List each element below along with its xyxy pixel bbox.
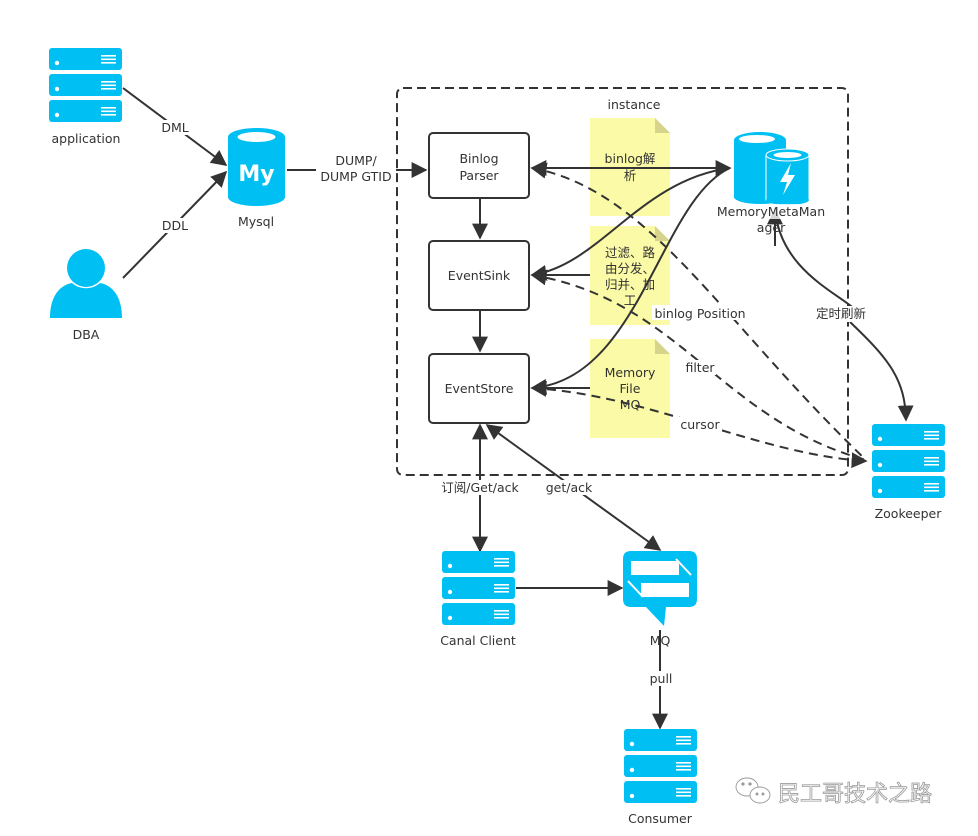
event-store-box[interactable]: EventStore [428,353,530,424]
dba-label: DBA [73,327,100,342]
application-label: application [52,131,121,146]
note-text: 析 [624,168,637,183]
meta-manager-label: ager [757,220,786,235]
server-stack-icon [49,48,122,122]
edge-label-dump: DUMP/ [335,153,377,168]
note-text: 过滤、路 [605,245,656,260]
wechat-icon [735,777,771,804]
edge-label-ddl: DDL [162,218,188,233]
meta-manager-label: MemoryMetaMan [717,204,825,219]
consumer-node[interactable]: Consumer [624,729,697,826]
note-text: Memory [605,365,656,380]
mysql-label: Mysql [238,214,274,229]
message-queue-icon [623,551,697,626]
mysql-glyph: My [238,162,274,187]
canal-client-label: Canal Client [440,633,516,648]
server-stack-icon [872,424,945,498]
edge-position-parser [530,162,867,461]
edge-label-get-ack: get/ack [546,480,593,495]
dba-node[interactable]: DBA [50,249,122,342]
note-text: 由分发、 [605,261,655,276]
mysql-database-icon: My [228,128,285,206]
edge-label-refresh: 定时刷新 [816,306,866,321]
note-text: MQ [620,397,641,412]
edge-label-subscribe: 订阅/Get/ack [441,480,519,495]
edge-meta-sink [530,167,731,281]
mq-node[interactable]: MQ [623,551,697,648]
watermark-text: 民工哥技术之路 [778,782,932,807]
consumer-label: Consumer [628,811,693,826]
zookeeper-label: Zookeeper [875,506,943,521]
event-sink-label: EventSink [448,268,511,283]
meta-manager-node[interactable]: MemoryMetaMan ager [715,132,825,235]
event-sink-box[interactable]: EventSink [428,240,530,311]
binlog-parser-box[interactable]: Binlog Parser [428,132,530,199]
server-stack-icon [624,729,697,803]
edge-cursor-store [530,380,868,469]
application-node[interactable]: application [49,48,122,146]
edge-label-cursor: cursor [680,417,720,432]
lightning-icon [780,163,795,195]
edge-label-binlog-position: binlog Position [654,306,745,321]
server-stack-icon [442,551,515,625]
note-text: File [620,381,641,396]
binlog-parser-label: Binlog [459,151,498,166]
edge-refresh [849,321,914,422]
instance-label: instance [608,97,661,112]
note-text: 归并、加 [605,277,655,292]
note-text: 工 [624,293,637,308]
mq-label: MQ [650,633,671,648]
user-icon [50,249,122,318]
note-text: binlog解 [605,151,656,166]
event-store-label: EventStore [445,381,514,396]
zookeeper-node[interactable]: Zookeeper [872,424,945,521]
edge-label-filter: filter [685,360,715,375]
edge-label-pull: pull [650,671,673,686]
watermark: 民工哥技术之路 [735,777,932,807]
edge-label-dump-gtid: DUMP GTID [320,169,391,184]
canal-client-node[interactable]: Canal Client [440,551,516,648]
memory-database-icon [734,132,810,205]
mysql-node[interactable]: My Mysql [228,128,285,229]
edge-label-dml: DML [161,120,188,135]
binlog-parser-label: Parser [459,168,499,183]
edge-meta-store [530,167,731,395]
